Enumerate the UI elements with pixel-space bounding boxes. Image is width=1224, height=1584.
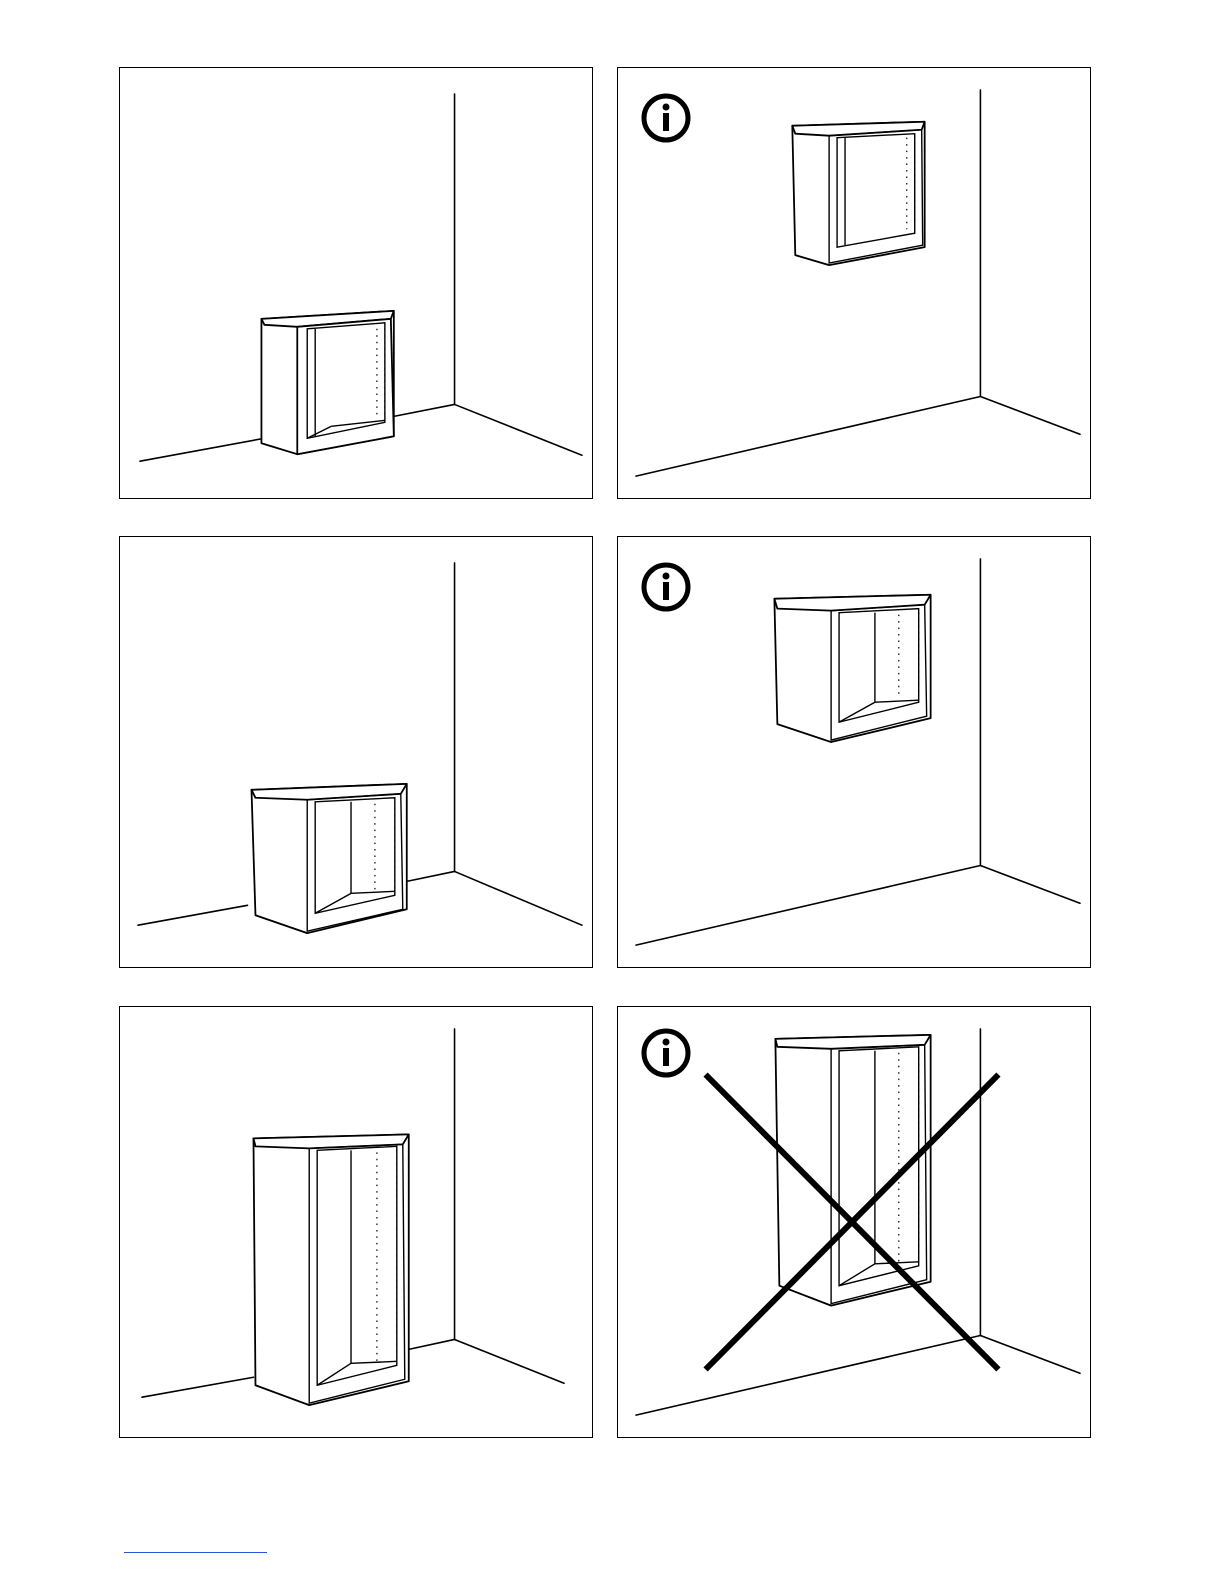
panel-wall-deep-cabinet: [617, 536, 1091, 968]
cabinet-drawing: [774, 595, 930, 742]
room-corner-illustration: [120, 537, 592, 967]
cabinet-drawing: [792, 122, 924, 265]
panel-wall-tall-cabinet: [617, 1006, 1091, 1438]
cabinet-drawing: [251, 784, 406, 933]
panel-floor-deep-cabinet: [119, 536, 593, 968]
info-circle-icon: [640, 1027, 692, 1079]
footer-link-underline[interactable]: [124, 1552, 267, 1553]
info-circle-icon: [640, 92, 692, 144]
cabinet-drawing: [253, 1134, 408, 1405]
room-corner-illustration: [120, 68, 592, 498]
panel-wall-low-cabinet: [617, 67, 1091, 499]
room-corner-illustration: [120, 1007, 592, 1437]
info-circle-icon: [640, 561, 692, 613]
panel-floor-low-cabinet: [119, 67, 593, 499]
cabinet-drawing: [261, 311, 393, 454]
panel-floor-tall-cabinet: [119, 1006, 593, 1438]
